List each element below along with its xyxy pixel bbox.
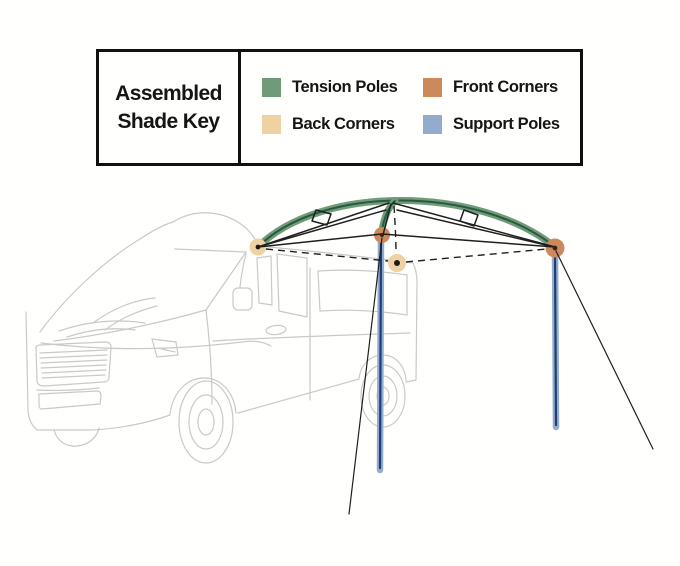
tension-pole-main-arc: [254, 197, 559, 251]
van-hood-crease: [58, 320, 146, 332]
van-mirror-arm: [239, 253, 247, 288]
van-hood-crease: [66, 328, 136, 338]
van-outline-drawing: [25, 212, 418, 464]
tension-pole-main-arc-core: [257, 199, 556, 248]
seam-apex-to-front-corner: [382, 203, 392, 236]
van-beltline: [212, 332, 411, 342]
seam-ridge: [257, 233, 556, 248]
van-left-silhouette: [39, 221, 174, 333]
van-sill-front: [36, 414, 171, 431]
seam-left-to-apex-lower: [257, 209, 387, 248]
van-grille-outline: [35, 341, 112, 387]
hidden-edges: [265, 205, 548, 263]
pole-sleeve-left: [311, 209, 332, 226]
van-far-front-wheel: [53, 427, 100, 447]
van-front-wheel-rim: [188, 394, 224, 450]
van-hood-front-edge: [40, 340, 272, 350]
left-back-corner-dot: [255, 244, 261, 250]
van-door-front-edge: [205, 309, 213, 405]
support-poles-swatch-icon: [423, 115, 442, 134]
seam-left-to-apex: [257, 202, 390, 248]
legend-label: Front Corners: [453, 78, 558, 96]
legend-item-front-corners: Front Corners: [423, 78, 580, 97]
right-guy-rope: [555, 250, 654, 450]
legend-item-tension-poles: Tension Poles: [262, 78, 423, 97]
left-support-pole-core: [378, 238, 383, 470]
legend-label: Support Poles: [453, 115, 560, 133]
van-vent-window: [256, 255, 273, 306]
van-near-a-pillar: [205, 251, 247, 311]
van-door-window: [276, 253, 308, 318]
back-corners-swatch-icon: [262, 115, 281, 134]
van-cowl-line: [53, 309, 207, 342]
tension-poles: [254, 197, 559, 251]
van-sill-rear: [405, 379, 417, 383]
legend-label: Back Corners: [292, 115, 395, 133]
van-sliding-window: [317, 269, 408, 316]
left-guy-rope: [348, 237, 383, 515]
van-grille-slat: [40, 364, 107, 369]
van-grille-slat: [41, 374, 106, 379]
legend-label: Tension Poles: [292, 78, 398, 96]
van-door-handle: [265, 324, 287, 336]
legend-item-back-corners: Back Corners: [262, 115, 423, 134]
legend-item-support-poles: Support Poles: [423, 115, 580, 134]
right-front-corner-dot: [552, 245, 558, 251]
van-front-left-edge: [25, 311, 38, 431]
van-grille-slat: [39, 349, 108, 354]
shade-key-box: Assembled Shade Key Tension Poles Front …: [96, 49, 583, 166]
van-front-wheel-tire: [178, 380, 234, 464]
dashed-apex-to-back-corner: [393, 205, 397, 254]
van-roof-dome: [172, 212, 260, 247]
key-legend: Tension Poles Front Corners Back Corners…: [241, 52, 580, 163]
key-title-line2: Shade Key: [117, 109, 221, 133]
van-front-wheel-arch: [169, 377, 237, 415]
van-bumper-intake: [38, 390, 102, 410]
corner-dots: [255, 233, 558, 266]
van-windshield-top: [174, 248, 247, 253]
van-headlight: [151, 338, 179, 358]
left-front-corner-dot: [380, 233, 384, 237]
van-grille-slat: [39, 354, 108, 359]
van-grille-slat: [41, 369, 107, 374]
seam-apex-to-right-lower: [396, 209, 555, 248]
van-headlight-detail: [158, 347, 176, 353]
guy-ropes: [348, 237, 654, 515]
van-sill-mid: [237, 378, 360, 414]
canopy-seams: [257, 202, 556, 248]
key-title-line1: Assembled: [115, 81, 222, 105]
van-rear-edge: [412, 262, 418, 381]
van-grille-slat: [40, 359, 108, 364]
right-support-pole-core: [553, 250, 558, 427]
van-front-wheel-hub: [197, 408, 215, 436]
pole-sleeve-right: [459, 209, 479, 227]
van-side-mirror: [232, 287, 253, 311]
dashed-back-edge-left: [265, 248, 389, 262]
dashed-back-edge-right: [405, 248, 548, 263]
right-back-corner-dot: [394, 260, 400, 266]
van-wiper-line: [104, 305, 158, 331]
front-corners-swatch-icon: [423, 78, 442, 97]
support-poles: [376, 234, 560, 474]
key-title: Assembled Shade Key: [99, 52, 241, 163]
van-wiper-line: [92, 297, 156, 324]
tension-poles-swatch-icon: [262, 78, 281, 97]
van-bumper-line: [36, 387, 100, 391]
